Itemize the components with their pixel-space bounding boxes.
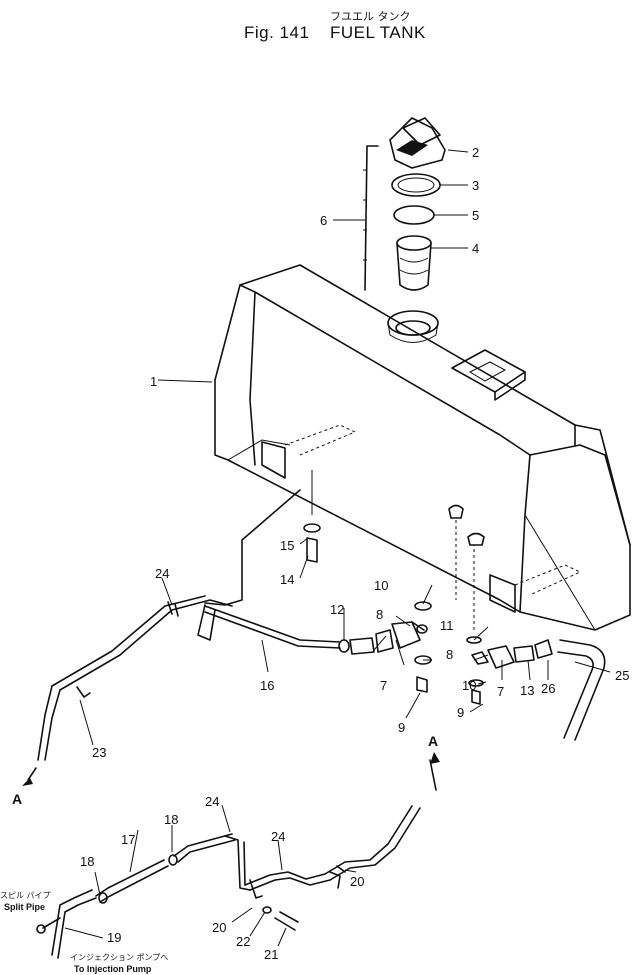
callout-1: 1: [150, 374, 157, 389]
callout-26: 26: [541, 681, 555, 696]
callout-8-a: 8: [376, 607, 383, 622]
callout-9-a: 9: [398, 720, 405, 735]
callout-20-b: 20: [212, 920, 226, 935]
callout-19: 19: [107, 930, 121, 945]
injection-pump-en: To Injection Pump: [74, 964, 152, 974]
arrow-a-right: [429, 759, 437, 791]
callout-7-a: 7: [380, 678, 387, 693]
callout-15: 15: [280, 538, 294, 553]
callout-21: 21: [264, 947, 278, 962]
split-pipe-jp: スピル パイプ: [0, 891, 51, 900]
callout-5: 5: [472, 208, 479, 223]
callout-14: 14: [280, 572, 294, 587]
callout-25: 25: [615, 668, 629, 683]
callout-7-b: 7: [497, 684, 504, 699]
callout-20-a: 20: [350, 874, 364, 889]
fitting-left: [338, 601, 432, 693]
callout-9-b: 9: [457, 705, 464, 720]
callout-6: 6: [320, 213, 327, 228]
callout-4: 4: [472, 241, 479, 256]
leader-lines: [64, 149, 611, 947]
callout-3: 3: [472, 178, 479, 193]
pipe-24-lower: [36, 805, 421, 959]
callout-11: 11: [440, 618, 454, 633]
callout-10-b: 10: [462, 678, 476, 693]
return-line: [204, 489, 301, 606]
snap-ring: [393, 205, 435, 225]
callout-24-b: 24: [205, 794, 219, 809]
callout-12: 12: [330, 602, 344, 617]
figure-title: FUEL TANK: [330, 23, 426, 42]
callout-23: 23: [92, 745, 106, 760]
hose-25: [559, 639, 606, 741]
injection-pump-jp: インジェクション ポンプへ: [70, 953, 168, 962]
gauge-stick: [364, 145, 379, 291]
figure-number: Fig. 141: [244, 23, 310, 42]
notes: スピル パイプ Split Pipe インジェクション ポンプへ To Inje…: [0, 891, 168, 974]
callout-18-a: 18: [164, 812, 178, 827]
bolt-14: [303, 470, 321, 563]
callout-24-a: 24: [155, 566, 169, 581]
callout-2: 2: [472, 145, 479, 160]
callout-8-b: 8: [446, 647, 453, 662]
callout-18-b: 18: [80, 854, 94, 869]
gasket-ring: [391, 173, 441, 197]
pipe-24-upper: [37, 595, 233, 761]
filler-cap: [389, 117, 446, 169]
arrow-label-a-right: A: [428, 733, 438, 749]
callout-22: 22: [236, 934, 250, 949]
callout-numbers: 1 2 3 5 4 6 15 14 24 12 8 10 11 16 7 9 8…: [12, 145, 629, 962]
split-pipe-en: Split Pipe: [4, 902, 45, 912]
arrow-label-a-left: A: [12, 791, 22, 807]
arrow-a-left: [27, 767, 37, 781]
title-japanese: フユエル タンク: [330, 10, 411, 23]
pipe-16: [204, 605, 341, 643]
callout-13: 13: [520, 683, 534, 698]
callout-17: 17: [121, 832, 135, 847]
callout-16: 16: [260, 678, 274, 693]
strainer: [396, 235, 432, 291]
callout-24-c: 24: [271, 829, 285, 844]
fuel-tank: [214, 264, 631, 631]
callout-10-a: 10: [374, 578, 388, 593]
